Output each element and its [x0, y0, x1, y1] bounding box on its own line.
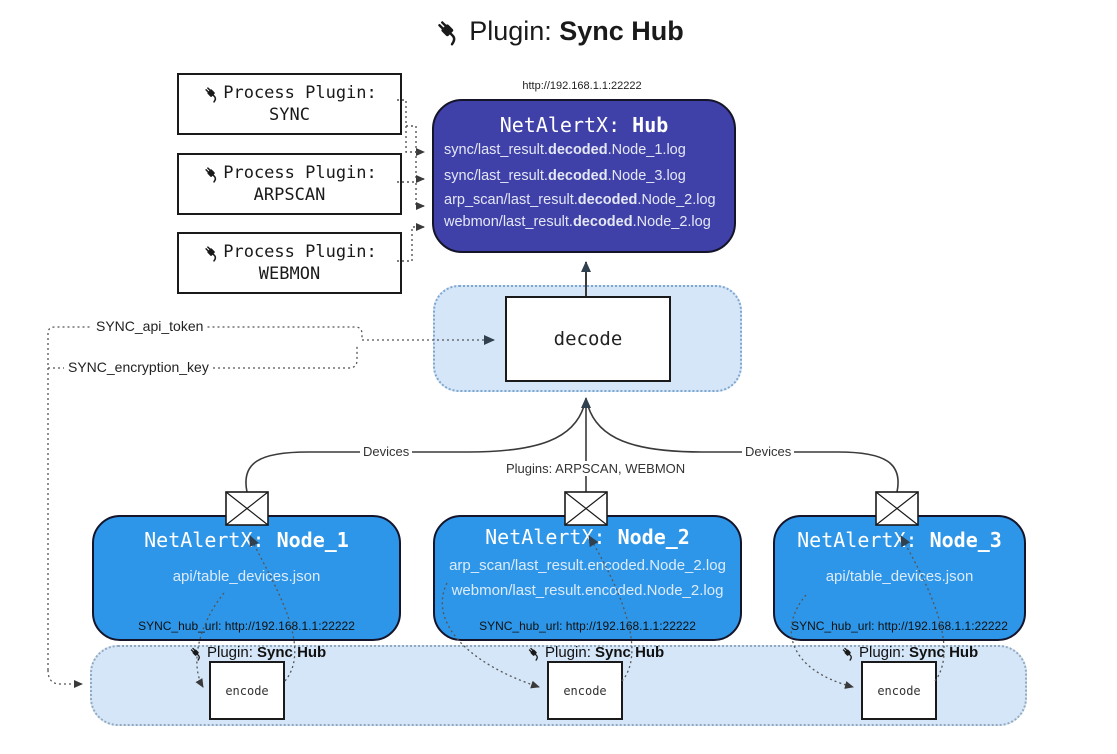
hub-box: NetAlertX: Hub sync/last_result.decoded.…	[432, 99, 736, 253]
hub-log-line: arp_scan/last_result.decoded.Node_2.log	[444, 192, 716, 208]
process-plugin-label: Process Plugin:	[223, 83, 377, 103]
plugins-label-center: Plugins: ARPSCAN, WEBMON	[503, 461, 689, 476]
devices-label-left: Devices	[360, 444, 413, 459]
encode-box: encode	[861, 661, 937, 720]
node-title: NetAlertX: Node_2	[485, 525, 690, 549]
decode-box: decode	[505, 296, 671, 382]
title-name: Sync Hub	[559, 16, 684, 46]
node-file: arp_scan/last_result.encoded.Node_2.log	[449, 557, 726, 574]
process-plugin-sync: Process Plugin: SYNC	[177, 73, 402, 135]
node-2-box: NetAlertX: Node_2 arp_scan/last_result.e…	[433, 515, 742, 641]
encode-box: encode	[547, 661, 623, 720]
band-plugin-label: Plugin: Sync Hub	[840, 644, 978, 661]
node-3-box: NetAlertX: Node_3 api/table_devices.json…	[773, 515, 1026, 641]
process-plugin-label: Process Plugin:	[223, 242, 377, 262]
title-prefix: Plugin:	[469, 16, 560, 46]
process-plugin-arpscan: Process Plugin: ARPSCAN	[177, 153, 402, 215]
node-hub-url: SYNC_hub_url: http://192.168.1.1:22222	[479, 619, 696, 633]
hub-url-label: http://192.168.1.1:22222	[522, 80, 642, 92]
node-hub-url: SYNC_hub_url: http://192.168.1.1:22222	[791, 619, 1008, 633]
node-file: webmon/last_result.encoded.Node_2.log	[451, 582, 724, 599]
sync-encryption-key-label: SYNC_encryption_key	[64, 359, 213, 375]
band-plugin-label: Plugin: Sync Hub	[526, 644, 664, 661]
plug-icon	[842, 647, 852, 661]
node-title: NetAlertX: Node_1	[144, 528, 349, 552]
encode-box: encode	[209, 661, 285, 720]
sync-api-token-label: SYNC_api_token	[92, 318, 208, 334]
node-to-decode-curves	[245, 397, 899, 493]
plug-icon	[205, 166, 217, 183]
band-plugin-label: Plugin: Sync Hub	[188, 644, 326, 661]
node-file: api/table_devices.json	[825, 568, 974, 585]
hub-log-line: webmon/last_result.decoded.Node_2.log	[444, 214, 711, 230]
node-1-box: NetAlertX: Node_1 api/table_devices.json…	[92, 515, 401, 641]
hub-log-line: sync/last_result.decoded.Node_3.log	[444, 168, 686, 184]
devices-label-right: Devices	[742, 444, 795, 459]
process-plugin-name: SYNC	[269, 105, 310, 125]
plug-icon	[438, 21, 456, 46]
hub-title: NetAlertX: Hub	[499, 113, 669, 137]
node-hub-url: SYNC_hub_url: http://192.168.1.1:22222	[138, 619, 355, 633]
page-title: Plugin: Sync Hub	[0, 16, 1117, 47]
process-plugin-label: Process Plugin:	[223, 163, 377, 183]
process-plugin-webmon: Process Plugin: WEBMON	[177, 232, 402, 294]
node-file: api/table_devices.json	[172, 568, 321, 585]
node-title: NetAlertX: Node_3	[797, 528, 1002, 552]
process-plugin-name: WEBMON	[258, 264, 321, 284]
plug-icon	[205, 86, 217, 103]
process-plugin-name: ARPSCAN	[253, 185, 326, 205]
hub-log-line: sync/last_result.decoded.Node_1.log	[444, 142, 686, 158]
plug-icon	[190, 647, 200, 661]
plug-icon	[528, 647, 538, 661]
plug-icon	[205, 245, 217, 262]
